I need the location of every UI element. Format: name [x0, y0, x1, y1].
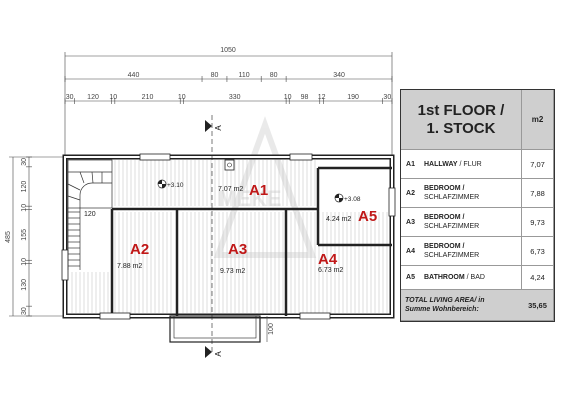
dim-left-total: 485 — [5, 231, 12, 243]
legend-row-name: HALLWAY / FLUR — [420, 150, 522, 179]
room-area-a2: 7.88 m2 — [117, 263, 142, 270]
legend-row-code: A1 — [401, 150, 420, 179]
room-area-a4: 6.73 m2 — [318, 267, 343, 274]
legend-title: 1st FLOOR / 1. STOCK — [401, 90, 522, 150]
floor-boards — [71, 160, 388, 313]
legend-row-name: BATHROOM / BAD — [420, 266, 522, 290]
level-marker-bath — [334, 193, 344, 203]
legend-row-code: A4 — [401, 237, 420, 266]
interior-walls — [110, 166, 392, 316]
legend-row-name: BEDROOM /SCHLAFZIMMER — [420, 208, 522, 237]
legend-row-code: A5 — [401, 266, 420, 290]
legend-row-value: 7,07 — [522, 150, 554, 179]
dim-row2-label-0: 440 — [128, 72, 140, 79]
legend-row-code: A3 — [401, 208, 420, 237]
level-label-bath: +3.08 — [344, 196, 361, 203]
dim-overall: 1050 — [220, 47, 236, 54]
legend-unit-header: m2 — [522, 90, 554, 150]
legend-row-code: A2 — [401, 179, 420, 208]
level-label-hall: +3.10 — [167, 182, 184, 189]
legend-title-line1: 1st FLOOR / — [417, 101, 505, 119]
legend-row-value: 6,73 — [522, 237, 554, 266]
dim-left-label-4: 10 — [21, 258, 28, 266]
dim-left-label-1: 120 — [21, 181, 28, 193]
room-code-a1: A1 — [249, 182, 268, 199]
left-dimension-lines — [9, 156, 66, 317]
room-area-a1: 7.07 m2 — [218, 186, 243, 193]
room-area-a3: 9.73 m2 — [220, 268, 245, 275]
dim-row2-label-3: 80 — [270, 72, 278, 79]
chimney — [224, 159, 235, 171]
dim-left-label-3: 155 — [21, 229, 28, 241]
dim-row3-label-1: 120 — [87, 94, 99, 101]
staircase — [67, 159, 113, 270]
dim-left-label-2: 10 — [21, 204, 28, 212]
room-code-a5: A5 — [358, 208, 377, 225]
dim-left-label-6: 30 — [21, 307, 28, 315]
dim-row3-label-9: 190 — [347, 94, 359, 101]
balcony-depth-label: 100 — [268, 323, 275, 335]
dim-row3-label-10: 30 — [383, 94, 391, 101]
dim-row3-label-8: 12 — [318, 94, 326, 101]
level-marker-hall — [157, 179, 167, 189]
dim-left-label-0: 30 — [21, 158, 28, 166]
dim-row2-label-4: 340 — [333, 72, 345, 79]
legend-title-line2: 1. STOCK — [426, 119, 496, 137]
room-area-a5: 4.24 m2 — [326, 216, 351, 223]
room-code-a3: A3 — [228, 241, 247, 258]
balcony — [169, 315, 268, 343]
stair-width-label: 120 — [84, 211, 96, 218]
legend-row-value: 9,73 — [522, 208, 554, 237]
section-line-a — [205, 115, 213, 358]
dim-row3-label-7: 98 — [301, 94, 309, 101]
room-code-a4: A4 — [318, 251, 338, 268]
area-legend-table: 1st FLOOR / 1. STOCK m2 A1 HALLWAY / FLU… — [400, 89, 555, 322]
top-dimension-lines — [64, 52, 393, 160]
legend-row-value: 4,24 — [522, 266, 554, 290]
dim-row3-label-3: 210 — [142, 94, 154, 101]
dim-row3-label-0: 30 — [66, 94, 74, 101]
dim-row3-label-5: 330 — [229, 94, 241, 101]
dim-row2-label-1: 80 — [211, 72, 219, 79]
room-code-a2: A2 — [130, 241, 149, 258]
dim-row3-label-2: 10 — [109, 94, 117, 101]
legend-row-value: 7,88 — [522, 179, 554, 208]
section-label-top: A — [214, 125, 223, 131]
legend-total-value: 35,65 — [522, 290, 554, 321]
section-label-bottom: A — [214, 351, 223, 357]
legend-row-name: BEDROOM /SCHLAFZIMMER — [420, 237, 522, 266]
windows — [61, 153, 396, 320]
dim-row3-label-4: 10 — [178, 94, 186, 101]
dim-row2-label-2: 110 — [238, 72, 249, 79]
dim-row3-label-6: 10 — [284, 94, 292, 101]
legend-row-name: BEDROOM /SCHLAFZIMMER — [420, 179, 522, 208]
dim-left-label-5: 130 — [21, 279, 28, 291]
